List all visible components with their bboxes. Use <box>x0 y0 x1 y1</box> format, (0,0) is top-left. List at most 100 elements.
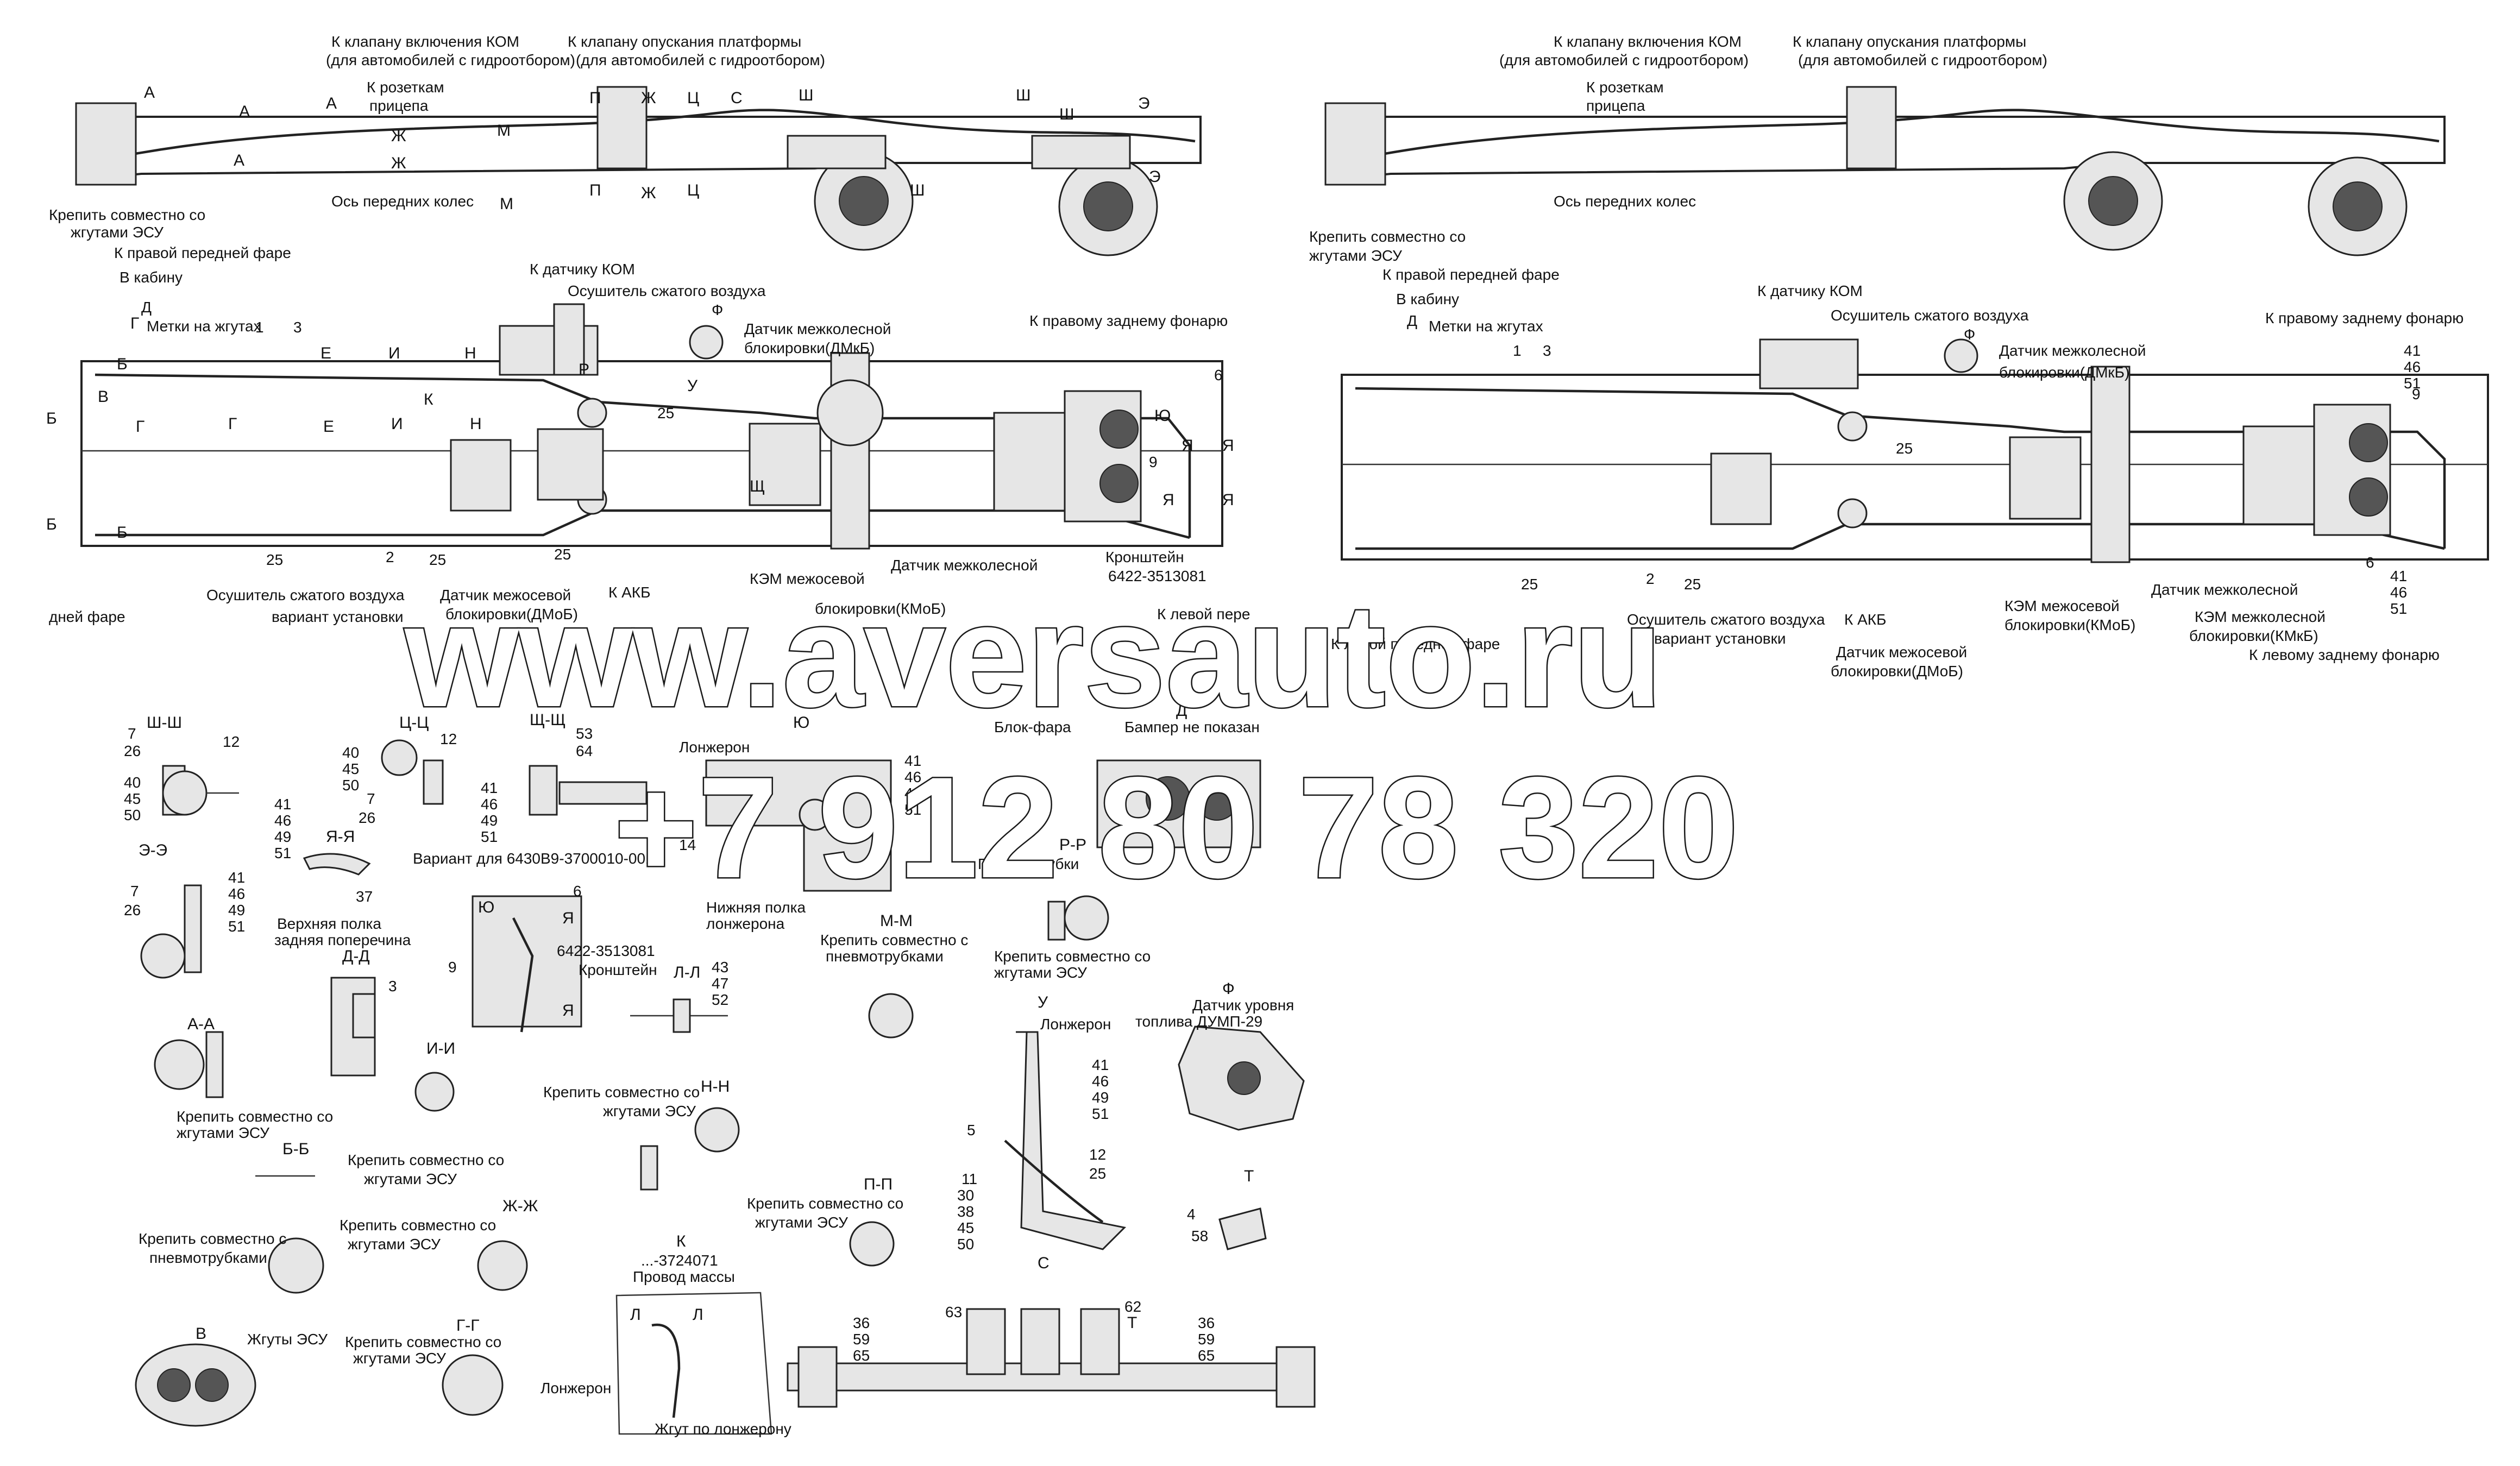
detail-title: В <box>196 1325 206 1343</box>
note-headlight-unit: Блок-фара <box>994 719 1071 735</box>
mark-sch: Щ <box>750 477 765 495</box>
ref-50: 50 <box>342 777 359 794</box>
note-fasten-pneumo: Крепить совместно с <box>820 932 968 948</box>
watermark-phone: +7 912 80 78 320 <box>614 747 1738 908</box>
detail-title: Ц-Ц <box>399 714 429 732</box>
detail-title: Ж-Ж <box>502 1197 538 1215</box>
mark-e: Э <box>1149 168 1161 186</box>
callout-dmob-2: блокировки(ДМоБ) <box>1831 663 1963 679</box>
callout-dmob-2: блокировки(ДМоБ) <box>445 606 578 622</box>
detail-r-r: Р-Р Пневмотрубки Крепить совместно со жг… <box>978 836 1151 981</box>
ref-46: 46 <box>2404 358 2421 375</box>
callout-dmkb: Датчик межколесной <box>1999 342 2146 359</box>
mark-b: Б <box>117 355 128 373</box>
ref-25: 25 <box>1521 576 1538 593</box>
ref-47: 47 <box>712 975 728 992</box>
mark-b: Б <box>46 410 57 427</box>
ref-41: 41 <box>2404 342 2421 359</box>
mark-r: Р <box>579 361 589 379</box>
callout-dmob: Датчик межосевой <box>440 587 571 603</box>
ref-46: 46 <box>481 796 498 813</box>
note-bumper-not-shown: Бампер не показан <box>1124 719 1260 735</box>
mark-m: М <box>497 122 511 140</box>
mark-l: Л <box>630 1306 641 1324</box>
ref-4: 4 <box>1187 1206 1196 1223</box>
detail-yu: Ю Лонжерон 41 46 49 51 14 Нижняя полка л… <box>413 714 921 932</box>
detail-d-d: Д-Д 3 <box>330 947 397 1077</box>
ref-46: 46 <box>228 885 245 902</box>
mark-ya: Я <box>1182 437 1193 455</box>
ref-51: 51 <box>274 845 291 861</box>
ref-40: 40 <box>124 774 141 791</box>
callout-bracket: Кронштейн <box>1105 549 1184 565</box>
ref-46: 46 <box>1092 1073 1109 1090</box>
callout-fasten-esu-2: жгутами ЭСУ <box>1309 247 1402 264</box>
note-fasten-esu-2: жгутами ЭСУ <box>603 1103 696 1119</box>
mark-b: Б <box>46 515 57 533</box>
mark-n: Н <box>464 344 476 362</box>
mark-ts: Ц <box>687 89 699 107</box>
callout-harness-marks: Метки на жгутах <box>1429 318 1543 335</box>
detail-zh-zh: Ж-Ж Крепить совместно со жгутами ЭСУ <box>340 1197 538 1291</box>
callout-left-headlight: К левой передней фаре <box>1331 636 1500 652</box>
callout-front-axle: Ось передних колес <box>1554 193 1696 210</box>
note-harness-along: Жгут по лонжерону <box>655 1420 791 1437</box>
detail-views: Ш-Ш 7 26 12 40 45 50 41 46 49 51 Ц-Ц 40 … <box>124 702 1316 1437</box>
callout-platform-note: (для автомобилей с гидроотбором) <box>1798 52 2047 68</box>
ref-41: 41 <box>228 869 245 886</box>
callout-kom-valve: К клапану включения КОМ <box>331 33 519 50</box>
detail-g-g: Г-Г Крепить совместно со жгутами ЭСУ <box>345 1317 504 1416</box>
detail-b-b: Б-Б Крепить совместно с пневмотрубками <box>139 1140 324 1294</box>
plan-view-right: Крепить совместно со жгутами ЭСУ К право… <box>1309 228 2489 679</box>
note-fasten-esu-2: жгутами ЭСУ <box>364 1171 457 1187</box>
callout-dmob: Датчик межосевой <box>1836 644 1967 660</box>
ref-25: 25 <box>554 546 571 563</box>
mark-sh: Ш <box>910 181 925 199</box>
detail-title: У <box>1038 993 1048 1011</box>
mark-ya: Я <box>562 1002 574 1020</box>
mark-g: Г <box>228 415 237 433</box>
ref-36: 36 <box>853 1314 870 1331</box>
ref-65: 65 <box>1198 1347 1215 1364</box>
detail-v: В Жгуты ЭСУ <box>135 1325 328 1427</box>
ref-7: 7 <box>128 725 136 742</box>
note-fasten-esu: Крепить совместно со <box>543 1084 700 1100</box>
mark-yu: Ю <box>1154 407 1171 425</box>
note-fasten-esu-2: жгутами ЭСУ <box>177 1124 269 1141</box>
ref-9: 9 <box>448 959 457 976</box>
callout-front-axle: Ось передних колес <box>331 193 474 210</box>
ref-25: 25 <box>429 551 446 568</box>
detail-title: С <box>1038 1254 1050 1272</box>
ref-41: 41 <box>1092 1056 1109 1073</box>
mark-a: А <box>239 103 250 121</box>
mark-a: А <box>144 84 155 102</box>
ref-50: 50 <box>124 807 141 823</box>
note-fasten-esu-2: жгутами ЭСУ <box>353 1350 446 1367</box>
callout-harness-marks: Метки на жгутах <box>147 318 261 335</box>
mark-s: С <box>731 89 743 107</box>
ref-53: 53 <box>576 725 593 742</box>
ref-50: 50 <box>957 1236 974 1253</box>
ref-45: 45 <box>124 790 141 807</box>
callout-trailer-sockets-2: прицепа <box>1586 97 1645 114</box>
callout-battery: К АКБ <box>608 584 650 601</box>
callout-kom-valve: К клапану включения КОМ <box>1554 33 1742 50</box>
detail-title: Я-Я <box>326 828 355 846</box>
callout-trailer-sockets: К розеткам <box>1586 79 1664 96</box>
ref-25: 25 <box>1089 1165 1106 1182</box>
ref-46: 46 <box>904 769 921 785</box>
detail-title: Н-Н <box>701 1078 730 1096</box>
mark-a: А <box>326 95 337 112</box>
ref-11: 11 <box>962 1171 977 1187</box>
ref-2: 2 <box>1646 570 1655 587</box>
ref-51: 51 <box>2404 375 2421 392</box>
callout-kemmk: КЭМ межколесной <box>2195 608 2326 625</box>
callout-fasten-esu: Крепить совместно со <box>49 206 205 223</box>
note-upper-shelf: Верхняя полка <box>277 915 381 932</box>
detail-title: Б-Б <box>282 1140 309 1158</box>
note-side-member: Лонжерон <box>1040 1016 1111 1033</box>
note-lower-shelf: Нижняя полка <box>706 899 806 916</box>
ref-63: 63 <box>945 1304 962 1320</box>
detail-n-n: Н-Н Крепить совместно со жгутами ЭСУ <box>543 1078 740 1191</box>
ref-49: 49 <box>228 902 245 918</box>
